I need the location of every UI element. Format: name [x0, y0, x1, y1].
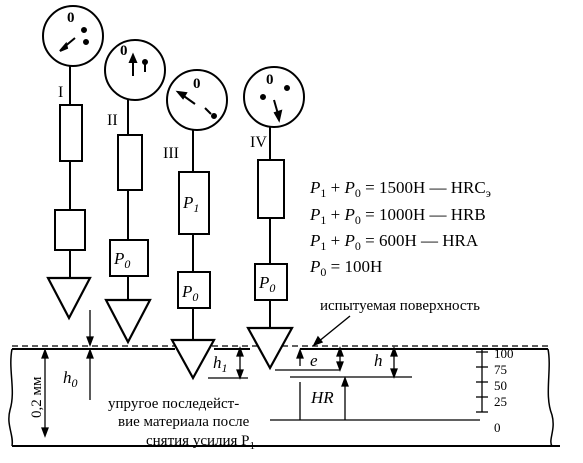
- dial-zero-1: 0: [67, 10, 75, 26]
- surface-label: испытуемая поверхность: [320, 298, 480, 314]
- hr-scale: [476, 350, 488, 413]
- indenter-4: [243, 66, 305, 371]
- scale-100: 100: [494, 346, 514, 361]
- dial-zero-3: 0: [193, 76, 201, 92]
- hr-dimension: [270, 376, 480, 421]
- equation-hra: P1 + P0 = 600Н — HRA: [309, 231, 479, 253]
- scale-75: 75: [494, 362, 507, 377]
- load-p0-label-3: P0: [181, 282, 198, 304]
- h0-label: h0: [63, 368, 78, 390]
- indenter-2: [104, 39, 166, 345]
- h1-label: h1: [213, 353, 228, 375]
- depth-dimension: [41, 348, 49, 438]
- equation-hrb: P1 + P0 = 1000Н — HRB: [309, 205, 486, 227]
- equation-p0: P0 = 100Н: [309, 257, 382, 279]
- dial-needle-3: [175, 90, 217, 119]
- load-p1-label-3: P1: [182, 193, 199, 215]
- load-p0-label-2: P0: [113, 249, 130, 271]
- equation-hrc: P1 + P0 = 1500Н — HRCэ: [309, 178, 491, 200]
- indenter-1: [42, 5, 104, 321]
- indenter-3: [166, 69, 228, 381]
- scale-25: 25: [494, 394, 507, 409]
- indenter-label-2: II: [107, 112, 118, 129]
- scale-50: 50: [494, 378, 507, 393]
- elastic-note-line-3: снятия усилия P1: [146, 433, 255, 452]
- load-p0-label-4: P0: [258, 273, 275, 295]
- elastic-note-line-2: вие материала после: [118, 414, 250, 430]
- surface-leader: [312, 315, 351, 347]
- dial-zero-4: 0: [266, 72, 274, 88]
- dial-needle-1: [59, 27, 89, 52]
- dial-zero-2: 0: [120, 43, 128, 59]
- indenter-label-4: IV: [250, 134, 267, 151]
- dial-needle-2: [128, 52, 148, 76]
- h0-dimension: [86, 310, 94, 400]
- indenter-label-1: I: [58, 84, 63, 101]
- e-h-dimension: [275, 346, 412, 379]
- e-label: e: [310, 351, 318, 370]
- depth-label: 0,2 мм: [29, 376, 45, 418]
- specimen: [8, 345, 560, 447]
- h-label: h: [374, 351, 383, 370]
- h1-dimension: [208, 346, 248, 380]
- hr-label: HR: [310, 388, 334, 407]
- scale-0: 0: [494, 420, 501, 435]
- equations: P1 + P0 = 1500Н — HRCэ P1 + P0 = 1000Н —…: [309, 178, 491, 279]
- indenter-label-3: III: [163, 145, 179, 162]
- dial-needle-4: [260, 85, 290, 123]
- elastic-note-line-1: упругое последейст-: [108, 396, 239, 412]
